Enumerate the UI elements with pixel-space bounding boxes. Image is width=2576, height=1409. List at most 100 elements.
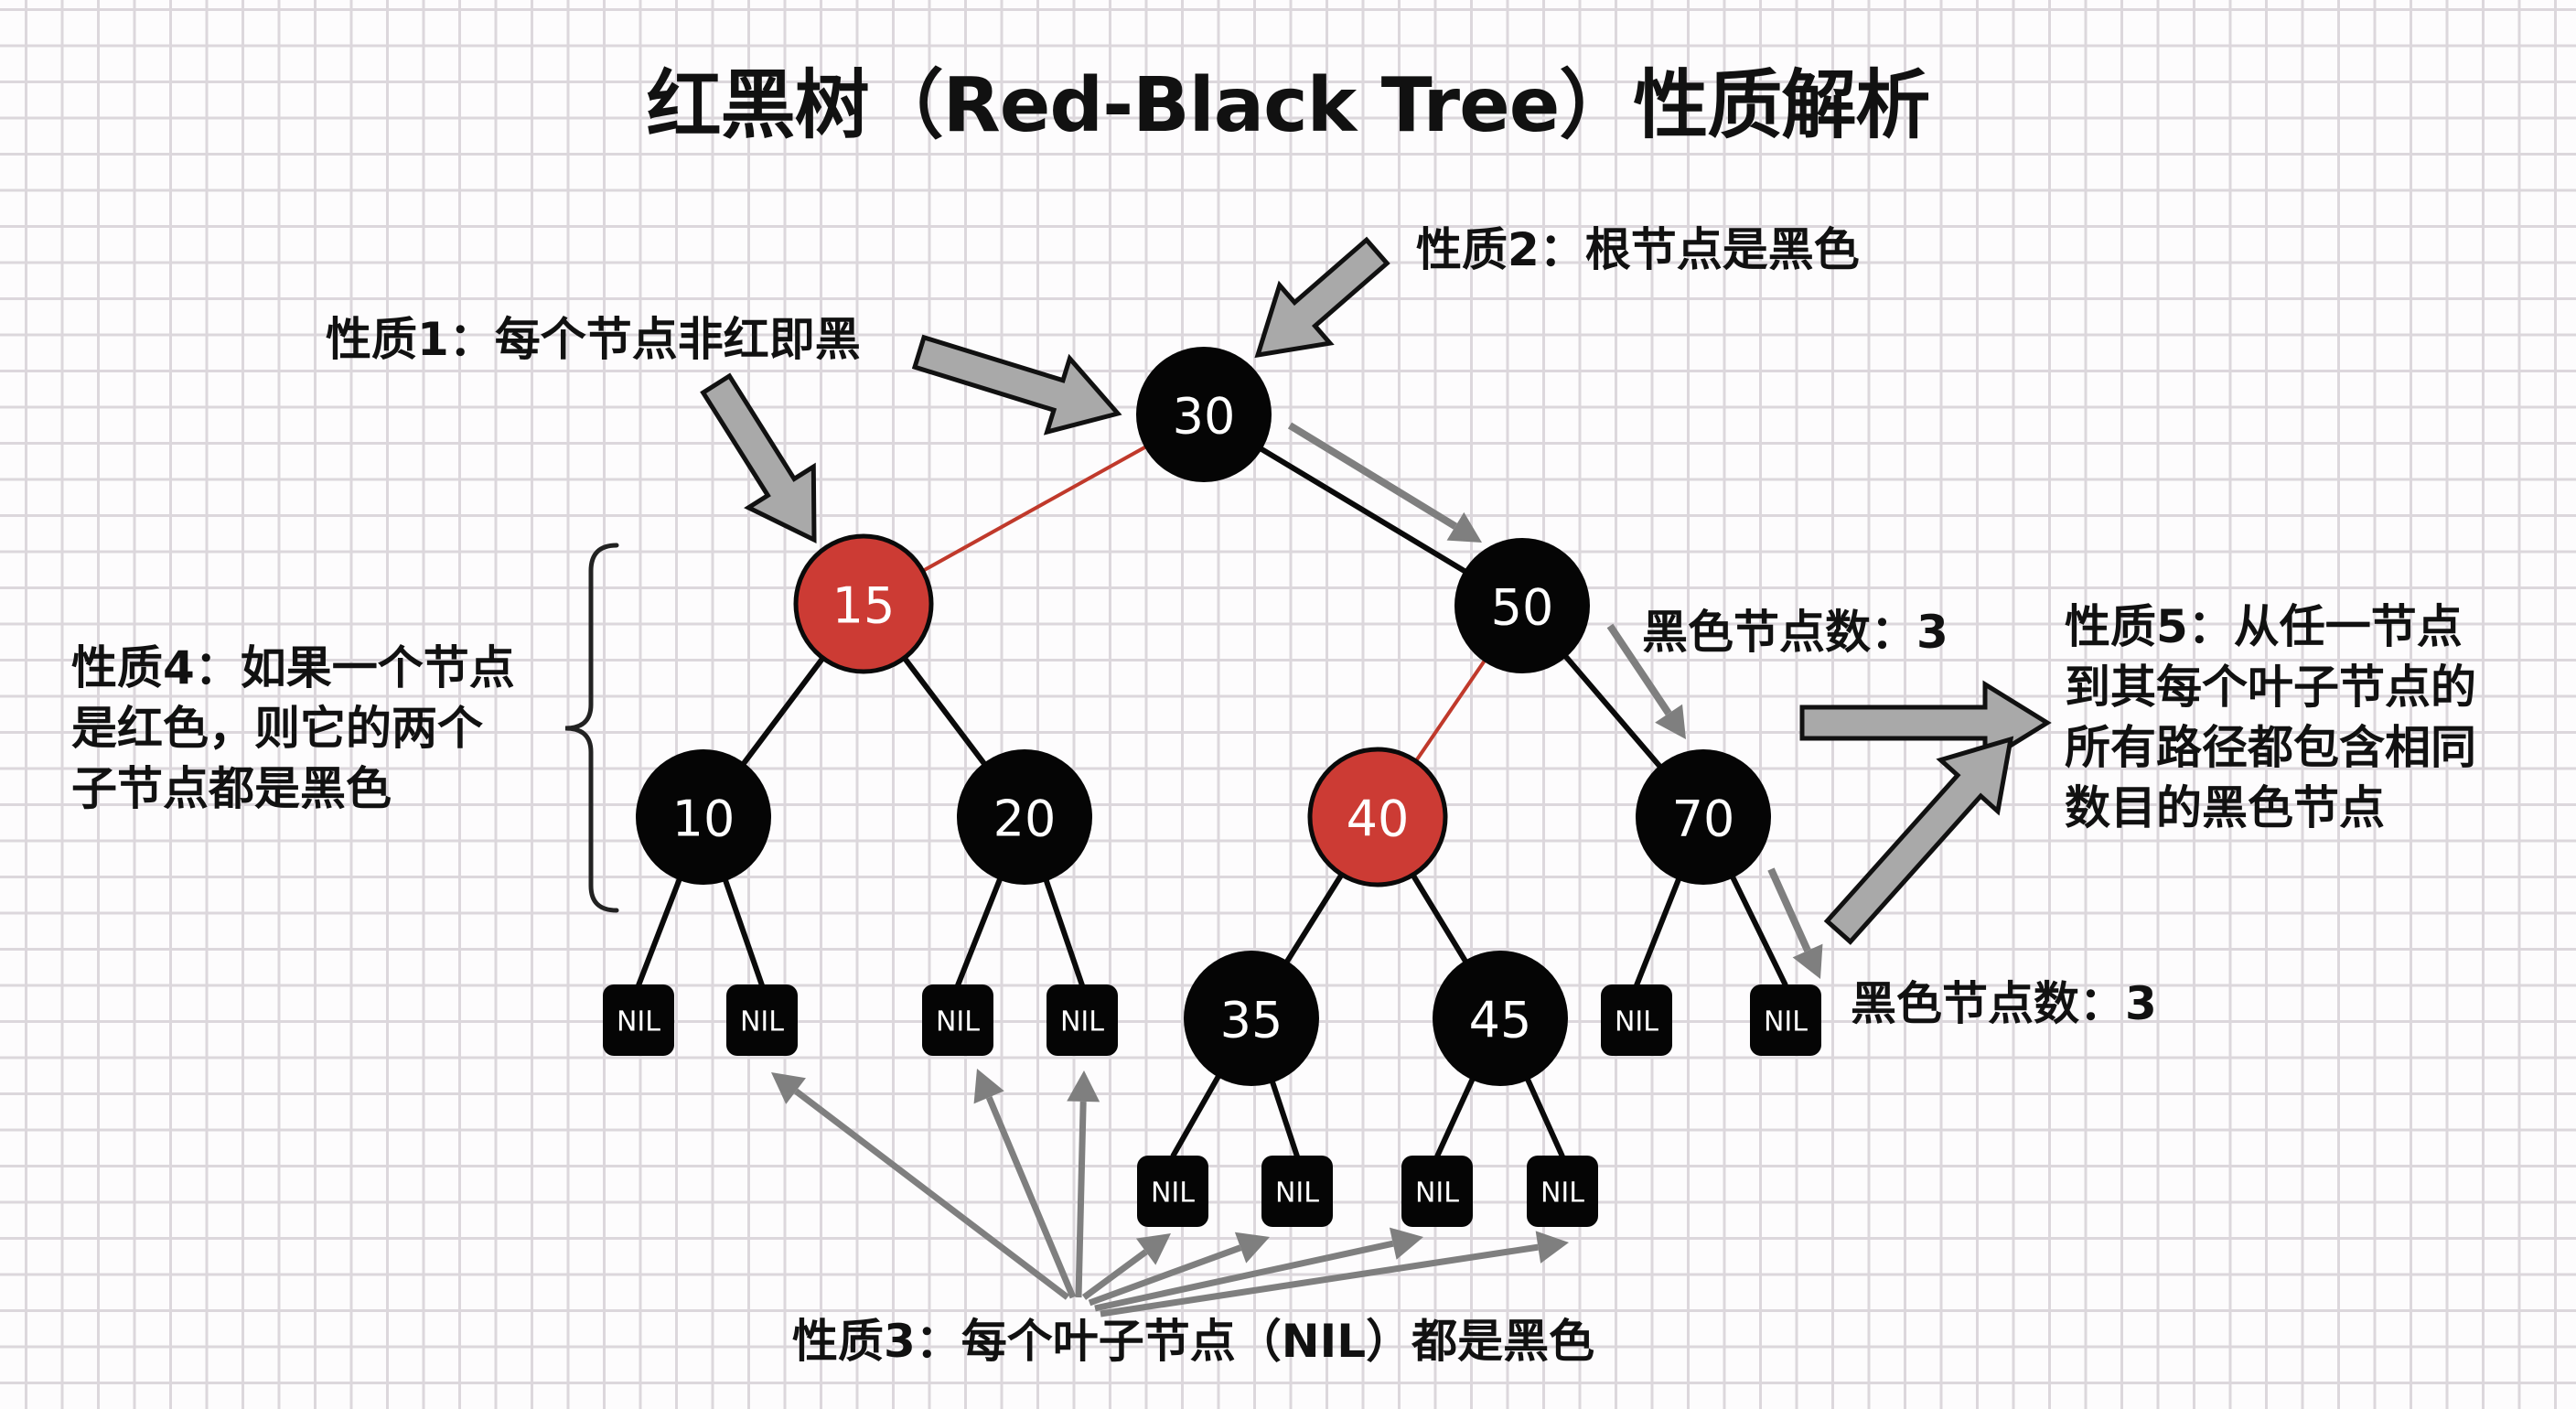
nil-leaves: NIL NIL NIL NIL NIL NIL NIL NIL NIL NIL (603, 984, 1821, 1227)
tree-node-40: 40 (1307, 747, 1448, 887)
path-arrow-50-to-70-icon (1606, 623, 1672, 715)
nil-box (603, 984, 674, 1056)
nil-pointer-arrow-icon (1094, 1240, 1394, 1312)
nil-text: NIL (1415, 1178, 1459, 1210)
node-value: 10 (672, 791, 735, 848)
nil-pointer-arrow-icon-head (1135, 1233, 1171, 1265)
nil-pointer-arrow-icon (1075, 1101, 1087, 1298)
tree-node-35: 35 (1184, 951, 1319, 1086)
node-value: 15 (832, 577, 896, 635)
arrow-p2-to-root-icon (1254, 236, 1390, 359)
nil-leaf: NIL (1261, 1156, 1333, 1227)
nil-box (1261, 1156, 1333, 1227)
tree-node-45: 45 (1433, 951, 1568, 1086)
node-value: 20 (993, 791, 1057, 848)
block-arrows (700, 236, 2052, 945)
nil-pointer-arrow-icon (1088, 1244, 1242, 1307)
path-arrow-70-to-nil-icon (1767, 867, 1811, 952)
property1-label: 性质1：每个节点非红即黑 (326, 313, 861, 366)
black-count-lower-label: 黑色节点数：3 (1851, 977, 2157, 1030)
tree-node-20: 20 (957, 749, 1092, 885)
black-node-circle (957, 749, 1092, 885)
node-value: 50 (1491, 579, 1554, 637)
red-node-circle (793, 533, 934, 674)
property2-label: 性质2：根节点是黑色 (1416, 223, 1860, 276)
property5-line: 性质5：从任一节点 (2065, 600, 2463, 653)
nil-leaf: NIL (1137, 1156, 1208, 1227)
path-arrow-root-to-50-icon (1287, 422, 1458, 530)
nil-pointer-arrow-icon-head (1067, 1070, 1100, 1102)
path-arrow-70-to-nil-icon-head (1792, 943, 1823, 979)
path-arrow-50-to-70-icon-head (1655, 704, 1686, 739)
black-node-circle (1136, 347, 1272, 482)
property4-line: 性质4：如果一个节点 (71, 641, 515, 694)
nil-box (1137, 1156, 1208, 1227)
nil-pointer-arrow-icon (793, 1088, 1070, 1300)
nil-text: NIL (1615, 1006, 1658, 1038)
tree-node-15: 15 (793, 533, 934, 674)
nil-text: NIL (1540, 1178, 1584, 1210)
tree-node-10: 10 (636, 749, 771, 885)
nil-pointer-arrow-icon-head (1389, 1227, 1423, 1260)
black-node-circle (1184, 951, 1319, 1086)
property4-label: 性质4：如果一个节点 是红色，则它的两个 子节点都是黑色 (71, 638, 515, 819)
nil-pointer-arrow-icon-head (1234, 1232, 1270, 1264)
tree-node-30: 30 (1136, 347, 1272, 482)
node-value: 35 (1220, 992, 1283, 1049)
arrow-p1-to-root-icon (911, 334, 1122, 436)
black-node-circle (1454, 538, 1590, 673)
property5-line: 所有路径都包含相同 (2065, 721, 2476, 774)
nil-box (726, 984, 798, 1056)
nil-text: NIL (1275, 1178, 1319, 1210)
nil-pointer-arrow-icon-head (771, 1072, 806, 1104)
property5-line: 数目的黑色节点 (2065, 781, 2385, 834)
node-value: 70 (1672, 791, 1735, 848)
black-count-upper-label: 黑色节点数：3 (1642, 606, 1948, 659)
node-value: 30 (1173, 388, 1236, 446)
nil-text: NIL (1060, 1006, 1104, 1038)
red-node-circle (1307, 747, 1448, 887)
nil-text: NIL (740, 1006, 784, 1038)
property5-label: 性质5：从任一节点 到其每个叶子节点的 所有路径都包含相同 数目的黑色节点 (2065, 597, 2476, 838)
nil-text: NIL (1764, 1006, 1808, 1038)
nil-leaf: NIL (1750, 984, 1821, 1056)
tree-node-50: 50 (1454, 538, 1590, 673)
black-node-circle (636, 749, 771, 885)
arrow-p5-horizontal-icon (1799, 680, 2052, 766)
property5-line: 到其每个叶子节点的 (2065, 661, 2476, 714)
nil-text: NIL (1151, 1178, 1195, 1210)
nil-box (1046, 984, 1118, 1056)
nil-leaf: NIL (922, 984, 993, 1056)
nil-pointer-arrow-icon-head (973, 1069, 1004, 1104)
arrow-p1-to-node15-icon (700, 372, 817, 544)
nil-text: NIL (936, 1006, 980, 1038)
property4-line: 子节点都是黑色 (71, 762, 392, 815)
black-node-circle (1636, 749, 1771, 885)
node-value: 40 (1347, 791, 1410, 848)
nil-leaf: NIL (603, 984, 674, 1056)
nil-box (1527, 1156, 1598, 1227)
arrow-p5-diagonal-icon (1823, 736, 2014, 945)
property3-label: 性质3：每个叶子节点（NIL）都是黑色 (792, 1315, 1595, 1368)
node-value: 45 (1469, 992, 1532, 1049)
nil-leaf: NIL (726, 984, 798, 1056)
nil-leaf: NIL (1601, 984, 1672, 1056)
nil-pointer-arrow-icon (1100, 1243, 1539, 1318)
tree-node-70: 70 (1636, 749, 1771, 885)
property4-brace (564, 543, 619, 913)
nil-box (1601, 984, 1672, 1056)
nil-pointer-arrow-icon-head (1535, 1231, 1569, 1264)
nil-leaf: NIL (1046, 984, 1118, 1056)
nil-box (1401, 1156, 1473, 1227)
diagram-title: 红黑树（Red-Black Tree）性质解析 (646, 62, 1931, 149)
curly-brace-icon (564, 543, 619, 913)
nil-box (1750, 984, 1821, 1056)
property4-line: 是红色，则它的两个 (71, 702, 483, 755)
path-arrow-root-to-50-icon-head (1446, 511, 1482, 543)
tree-nodes: 30 15 50 10 20 40 70 35 45 (636, 347, 1771, 1086)
black-node-circle (1433, 951, 1568, 1086)
nil-text: NIL (617, 1006, 660, 1038)
nil-box (922, 984, 993, 1056)
